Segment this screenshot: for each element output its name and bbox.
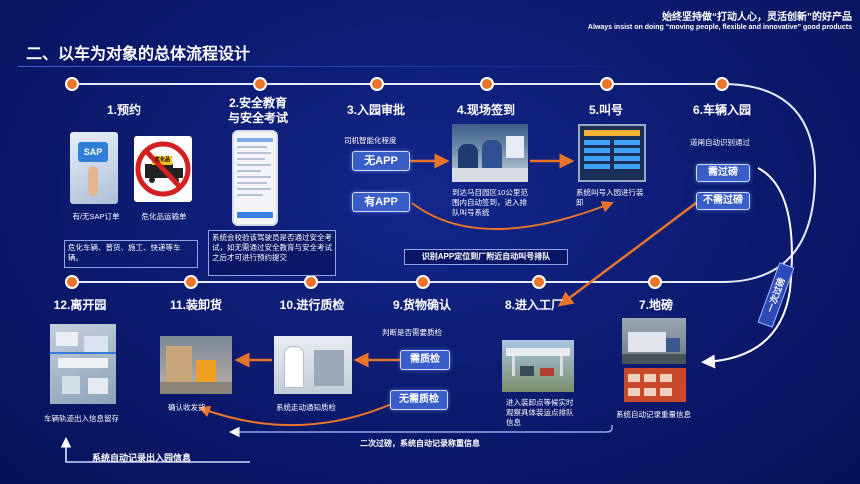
factory-entry-photo	[502, 340, 574, 392]
timeline-dot-11	[184, 275, 198, 289]
sap-order-image: SAP	[70, 132, 118, 204]
need-weigh-button[interactable]: 需过磅	[696, 164, 750, 182]
timeline-dot-10	[304, 275, 318, 289]
sap-logo-icon: SAP	[78, 142, 108, 162]
hazard-transport-image: 危化品	[134, 136, 192, 202]
step-7-title: 7.地磅	[639, 298, 673, 312]
timeline-dot-5	[600, 77, 614, 91]
no-qc-button[interactable]: 无需质检	[390, 390, 448, 410]
timeline-dot-2	[253, 77, 267, 91]
step-8-note: 进入装卸点等候实时观察具体装运点排队信息	[506, 398, 578, 428]
park-map-image	[50, 324, 116, 404]
hazard-sign-icon	[134, 136, 192, 202]
has-app-button[interactable]: 有APP	[352, 192, 410, 212]
app-locate-banner: 识别APP定位到厂附近自动叫号排队	[404, 249, 568, 265]
timeline-dot-8	[532, 275, 546, 289]
weighbridge-photo	[622, 318, 686, 364]
step-9-note: 判断是否需要质检	[382, 328, 442, 338]
step-6-note: 道闸自动识别通过	[690, 138, 750, 148]
weight-records-photo	[624, 368, 686, 402]
step-2-exam-check-box: 系统会校验该驾驶员是否通过安全考试，如无需通过安全教育与安全考试之后才可进行预约…	[208, 230, 336, 276]
step-10-title: 10.进行质检	[280, 298, 345, 312]
step-12-note: 车辆轨迹出入信息留存	[44, 414, 119, 424]
step-3-note: 司机智能化程度	[344, 136, 397, 146]
step-1-vehicle-types-box: 危化车辆、普货、施工、快递等车辆。	[64, 240, 198, 268]
timeline-dot-1	[65, 77, 79, 91]
step-12-title: 12.离开园	[54, 298, 107, 312]
step-11-title: 11.装卸货	[170, 298, 222, 312]
step-4-title: 4.现场签到	[457, 103, 515, 117]
step-10-note: 系统走动通知质检	[276, 403, 336, 413]
checkin-photo	[452, 124, 528, 182]
step-3-title: 3.入园审批	[347, 103, 405, 117]
step-1-hazard-caption: 危化品运输单	[142, 211, 187, 222]
quality-inspection-photo	[274, 336, 352, 394]
finger-icon	[88, 166, 98, 196]
step-2-title-line2: 与安全考试	[228, 111, 288, 125]
step-4-note: 到达马目园区10公里范围内自动签到，进入排队叫号系统	[452, 188, 530, 218]
arrow-noweigh-to-factory	[560, 200, 700, 305]
need-qc-button[interactable]: 需质检	[400, 350, 450, 370]
timeline-dot-6	[715, 77, 729, 91]
step-7-note: 系统自动记录重量信息	[616, 410, 691, 420]
loading-photo	[160, 336, 232, 394]
step-5-title: 5.叫号	[589, 103, 623, 117]
no-app-button[interactable]: 无APP	[352, 151, 410, 171]
timeline-dot-12	[65, 275, 79, 289]
hazard-sign-label: 危化品	[155, 156, 170, 163]
second-weigh-banner: 二次过磅，系统自动记录称重信息	[360, 438, 480, 449]
step-8-title: 8.进入工厂	[505, 298, 563, 312]
queue-screen-image	[578, 124, 646, 182]
no-weigh-button[interactable]: 不需过磅	[696, 192, 750, 210]
step-2-title-line1: 2.安全教育	[229, 96, 287, 110]
step-1-sap-caption: 有/无SAP订单	[72, 211, 119, 222]
safety-exam-phone	[232, 130, 278, 226]
timeline-dot-9	[416, 275, 430, 289]
step-6-title: 6.车辆入园	[693, 103, 751, 117]
step-5-note: 系统叫号入园进行装 卸	[576, 188, 646, 208]
step-11-note: 确认收发货	[168, 403, 206, 413]
step-9-title: 9.货物确认	[393, 298, 451, 312]
auto-record-banner: 系统自动记录出入园信息	[92, 451, 191, 464]
timeline-dot-4	[480, 77, 494, 91]
timeline-dot-7	[648, 275, 662, 289]
step-1-title: 1.预约	[107, 103, 141, 117]
timeline-dot-3	[370, 77, 384, 91]
